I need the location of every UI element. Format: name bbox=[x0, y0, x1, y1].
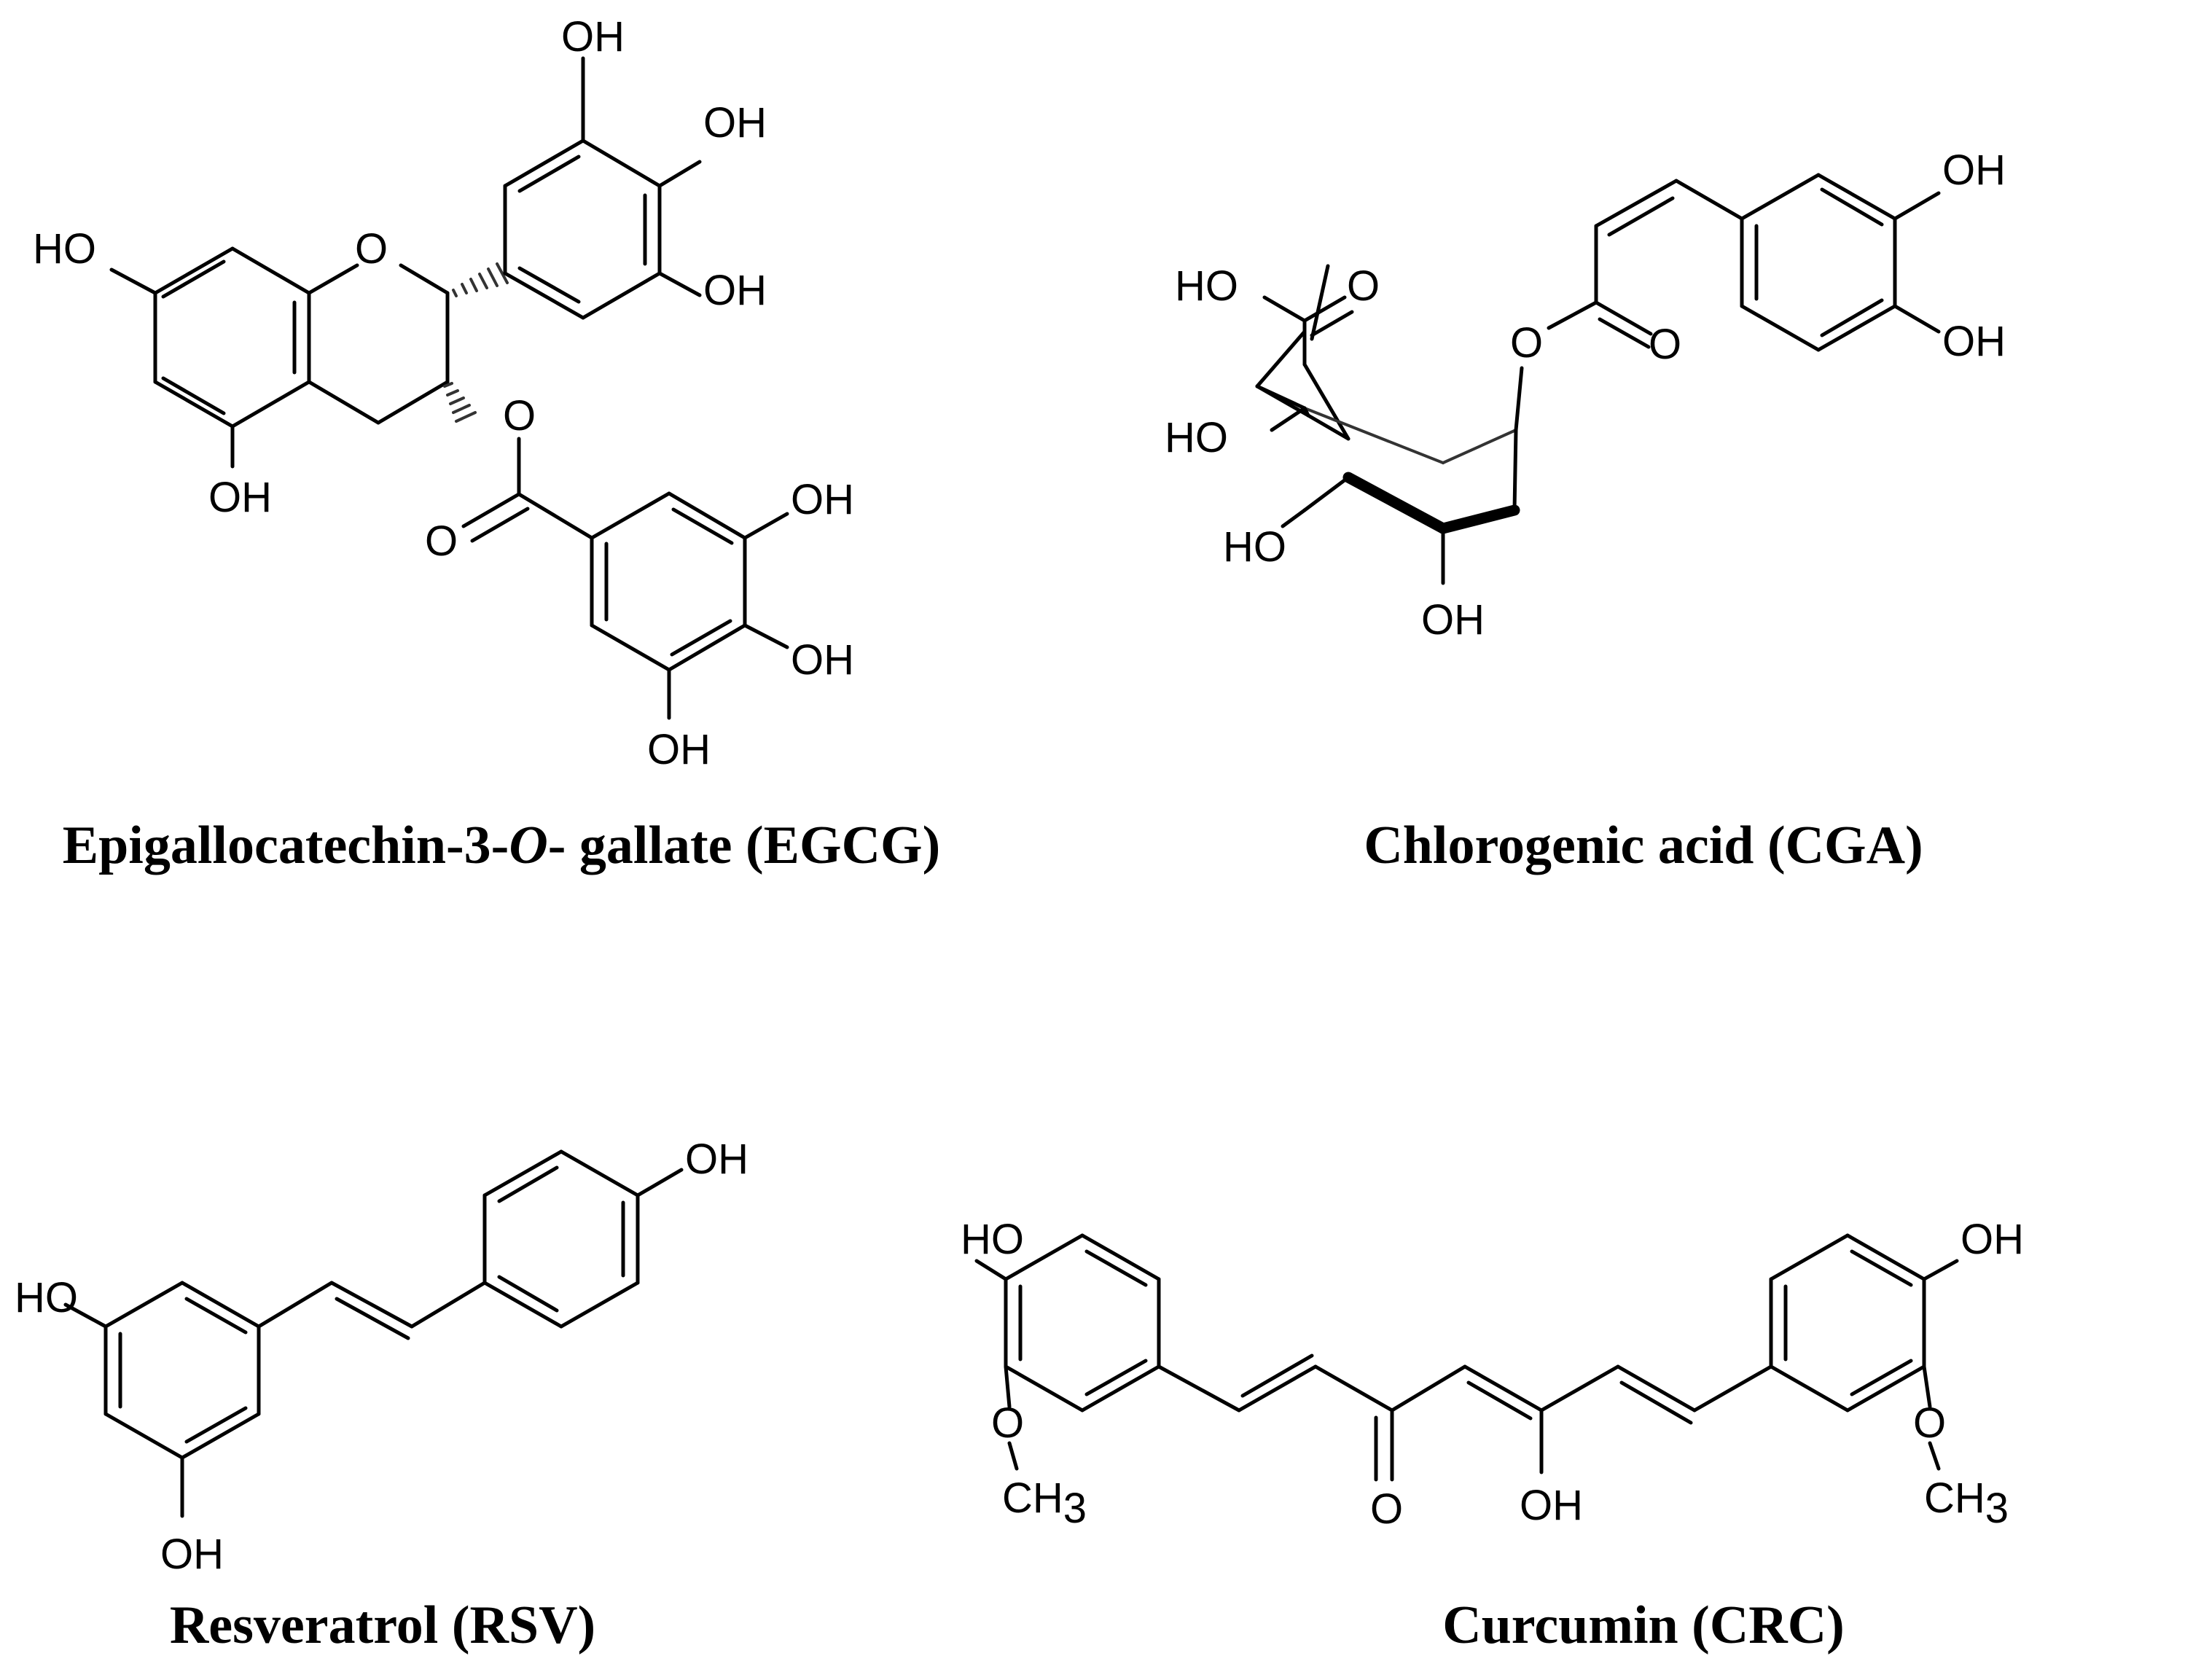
egcg-ring-oxygen: O bbox=[355, 225, 388, 273]
crc-methyl-left: CH3 bbox=[1002, 1474, 1087, 1532]
egcg-ester bbox=[461, 437, 594, 543]
crc-methyl-right-ch: CH bbox=[1924, 1474, 1985, 1522]
egcg-hash-bond-o bbox=[443, 382, 477, 423]
cga-acid-ho: HO bbox=[1175, 262, 1238, 310]
egcg-b-oh-mid: OH bbox=[703, 99, 767, 146]
egcg-b-oh-bot: OH bbox=[703, 267, 767, 314]
cga-oh-ar-bot: OH bbox=[1942, 318, 2006, 365]
egcg-gallate-ring bbox=[590, 491, 789, 720]
egcg-gallate-oh-mid: OH bbox=[791, 636, 854, 684]
egcg-gallate-oh-bot: OH bbox=[647, 726, 711, 773]
cga-ester-oxygen: O bbox=[1510, 319, 1543, 367]
crc-methyl-right: CH3 bbox=[1924, 1474, 2009, 1532]
crc-left-ring bbox=[974, 1233, 1161, 1471]
rsv-ho-left: HO bbox=[15, 1274, 78, 1321]
rsv-oh-bottom: OH bbox=[160, 1531, 224, 1578]
cga-ho-1: HO bbox=[1165, 414, 1228, 461]
cga-ester bbox=[1514, 179, 1744, 432]
egcg-carbonyl-oxygen: O bbox=[425, 517, 458, 565]
egcg-hash-bond-b bbox=[452, 262, 509, 297]
rsv-caption: Resveratrol (RSV) bbox=[169, 1595, 596, 1655]
cga-caffeoyl-ring bbox=[1740, 173, 1941, 352]
cga-caption: Chlorogenic acid (CGA) bbox=[1364, 816, 1923, 875]
egcg-caption-part1: Epigallocatechin-3- bbox=[62, 816, 509, 875]
rsv-structure: HO OH OH bbox=[15, 1136, 748, 1578]
cga-ho-5: HO bbox=[1223, 523, 1286, 571]
crc-structure: HO O CH3 O OH OH O CH3 bbox=[961, 1216, 2024, 1533]
egcg-caption-italic: O bbox=[509, 816, 548, 875]
crc-methyl-right-sub: 3 bbox=[1985, 1485, 2009, 1532]
rsv-left-ring bbox=[63, 1281, 261, 1518]
cga-oh-ar-top: OH bbox=[1942, 146, 2006, 194]
egcg-a-ring bbox=[153, 246, 311, 429]
egcg-caption-part2: - gallate (EGCG) bbox=[547, 816, 941, 875]
crc-chain bbox=[1157, 1353, 1773, 1482]
egcg-b-oh-top: OH bbox=[561, 13, 625, 60]
crc-enol-oh: OH bbox=[1520, 1482, 1583, 1529]
egcg-ho-left: HO bbox=[33, 225, 96, 273]
crc-methyl-left-ch: CH bbox=[1002, 1474, 1063, 1522]
crc-caption: Curcumin (CRC) bbox=[1442, 1595, 1845, 1655]
egcg-b-ring bbox=[503, 56, 702, 320]
cga-carboxyl bbox=[1262, 295, 1354, 432]
crc-methyl-left-sub: 3 bbox=[1063, 1485, 1087, 1532]
crc-ho-left: HO bbox=[961, 1216, 1024, 1263]
egcg-ester-oxygen: O bbox=[503, 392, 536, 439]
crc-methoxy-oxygen-right: O bbox=[1913, 1399, 1946, 1447]
cga-carbonyl-oxygen: O bbox=[1649, 321, 1681, 368]
rsv-vinyl bbox=[257, 1281, 487, 1340]
egcg-caption: Epigallocatechin-3-O- gallate (EGCG) bbox=[63, 815, 940, 877]
cga-oh-4: OH bbox=[1421, 596, 1485, 644]
rsv-oh-top: OH bbox=[685, 1136, 748, 1183]
egcg-oh-5: OH bbox=[208, 474, 272, 521]
crc-keto-oxygen: O bbox=[1370, 1485, 1403, 1533]
egcg-structure: HO O OH OH OH OH O O OH OH OH bbox=[33, 13, 854, 773]
crc-right-ring bbox=[1769, 1233, 1959, 1471]
crc-oh-right: OH bbox=[1961, 1216, 2024, 1263]
cga-acid-oxygen: O bbox=[1347, 262, 1380, 310]
egcg-c-ring bbox=[307, 263, 450, 425]
rsv-right-ring bbox=[482, 1149, 684, 1329]
egcg-gallate-oh-top: OH bbox=[791, 476, 854, 523]
cga-structure: HO O HO HO OH O O OH OH bbox=[1165, 146, 2006, 644]
crc-methoxy-oxygen-left: O bbox=[991, 1399, 1024, 1447]
